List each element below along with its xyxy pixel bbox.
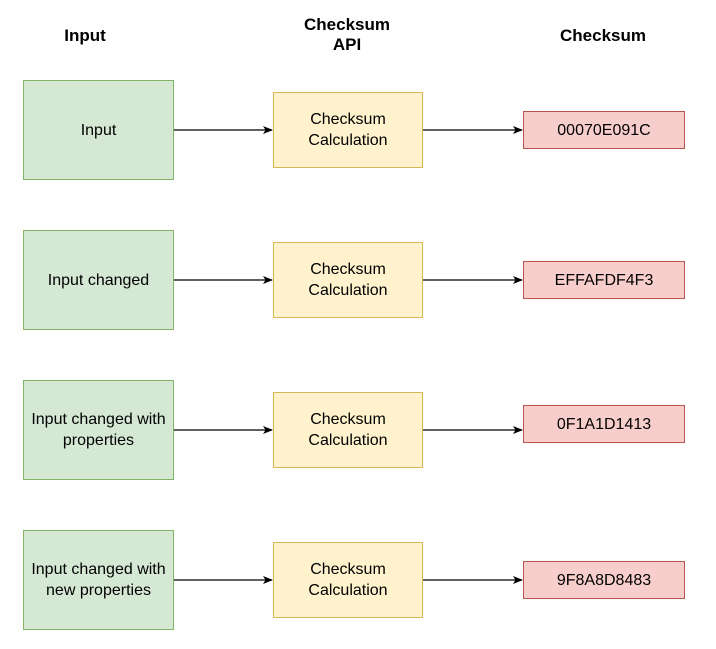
checksum-calculation-box-3: Checksum Calculation [273, 392, 423, 468]
input-box-1: Input [23, 80, 174, 180]
checksum-calculation-box-1: Checksum Calculation [273, 92, 423, 168]
input-box-2: Input changed [23, 230, 174, 330]
api-column-heading: Checksum API [304, 15, 390, 54]
checksum-column-heading: Checksum [560, 26, 646, 45]
checksum-calculation-box-2: Checksum Calculation [273, 242, 423, 318]
checksum-result-box-1: 00070E091C [523, 111, 685, 149]
checksum-result-box-4: 9F8A8D8483 [523, 561, 685, 599]
checksum-calculation-box-4: Checksum Calculation [273, 542, 423, 618]
input-box-3: Input changed with properties [23, 380, 174, 480]
checksum-result-box-2: EFFAFDF4F3 [523, 261, 685, 299]
checksum-result-box-3: 0F1A1D1413 [523, 405, 685, 443]
input-column-heading: Input [64, 26, 106, 45]
input-box-4: Input changed with new properties [23, 530, 174, 630]
